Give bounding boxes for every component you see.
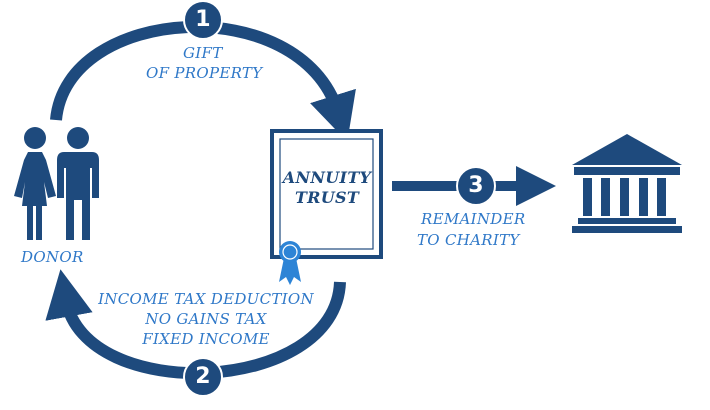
trust-title-line-2: TRUST [294, 188, 360, 207]
gift-label-line-2: OF PROPERTY [146, 64, 263, 82]
remainder-label-line-1: REMAINDER [421, 210, 526, 228]
fixed-income-label: FIXED INCOME [142, 330, 270, 348]
no-gains-tax-label: NO GAINS TAX [145, 310, 267, 328]
step-1-badge [183, 0, 223, 40]
award-ribbon-icon [279, 241, 301, 285]
step-3-number: 3 [468, 173, 484, 198]
donor-label: DONOR [21, 248, 84, 266]
income-tax-deduction-label: INCOME TAX DEDUCTION [98, 290, 314, 308]
couple-icon [14, 127, 99, 240]
trust-title-line-1: ANNUITY [282, 168, 372, 187]
gift-label-line-1: GIFT [183, 44, 223, 62]
institution-building-icon [572, 134, 682, 233]
step-2-number: 2 [195, 364, 211, 389]
certificate-icon [270, 129, 383, 259]
remainder-label-line-2: TO CHARITY [417, 231, 520, 249]
step-2-badge [183, 357, 223, 397]
step-1-number: 1 [195, 7, 211, 32]
step-3-badge [456, 166, 496, 206]
